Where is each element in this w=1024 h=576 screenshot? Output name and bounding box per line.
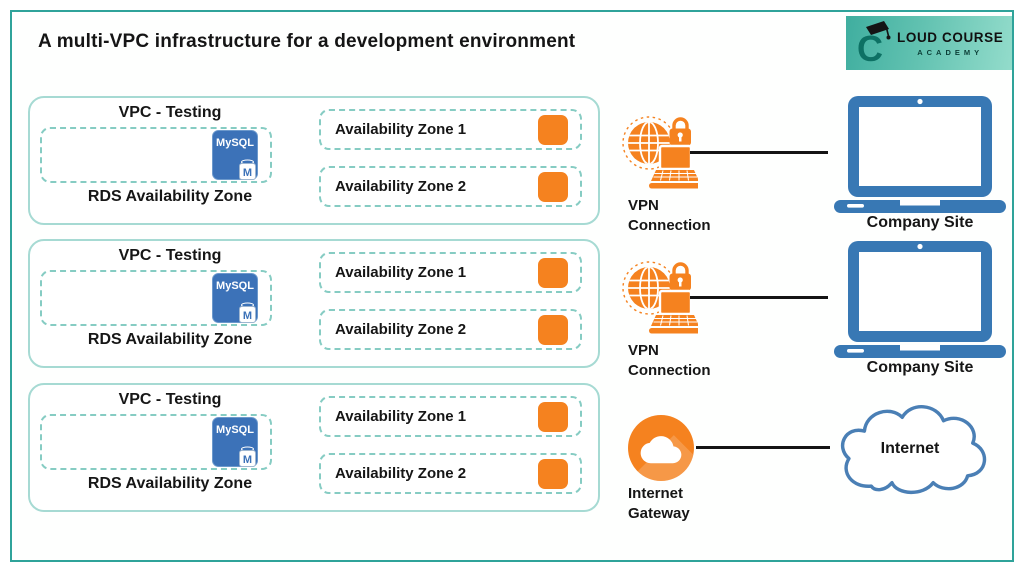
availability-zone-box: Availability Zone 2 [319, 166, 582, 207]
subnet-square-icon [538, 257, 568, 288]
internet-gateway-label: Internet Gateway [628, 485, 690, 522]
subnet-square-icon [538, 314, 568, 345]
vpn-connection-label: VPN Connection [628, 197, 711, 234]
vpn-connection-icon [622, 116, 698, 189]
mysql-rds-icon: MySQL M [212, 130, 258, 180]
internet-label: Internet [880, 440, 940, 457]
connector-line [690, 151, 828, 154]
subnet-square-icon [538, 114, 568, 145]
vpn-connection-icon [622, 261, 698, 334]
availability-zone-box: Availability Zone 2 [319, 453, 582, 494]
availability-zone-label: Availability Zone 1 [335, 121, 467, 138]
vpc-title: VPC - Testing [118, 104, 222, 121]
availability-zone-box: Availability Zone 1 [319, 109, 582, 150]
rds-zone-label: RDS Availability Zone [87, 331, 253, 348]
logo-main-text: LOUD COURSE [897, 29, 1004, 45]
graduation-cap-monogram-icon: C [857, 21, 891, 67]
subnet-square-icon [538, 171, 568, 202]
rds-zone-box: MySQL M [40, 414, 272, 470]
connector-line [690, 296, 828, 299]
availability-zone-label: Availability Zone 2 [335, 178, 467, 195]
availability-zone-label: Availability Zone 1 [335, 408, 467, 425]
mysql-rds-icon: MySQL M [212, 273, 258, 323]
mysql-label: MySQL [216, 424, 254, 436]
availability-zone-label: Availability Zone 2 [335, 465, 467, 482]
page-title: A multi-VPC infrastructure for a develop… [38, 31, 576, 52]
vpn-connection-label: VPN Connection [628, 342, 711, 379]
internet-cloud-icon [841, 405, 987, 495]
logo-sub-text: ACADEMY [917, 47, 984, 57]
rds-zone-label: RDS Availability Zone [87, 475, 253, 492]
vpc-title: VPC - Testing [118, 247, 222, 264]
laptop-icon [834, 96, 1006, 213]
mysql-badge: M [243, 167, 252, 179]
rds-zone-box: MySQL M [40, 270, 272, 326]
vpc-block-2: VPC - Testing MySQL M RDS Availability Z… [28, 239, 600, 368]
company-site-label: Company Site [866, 214, 974, 231]
laptop-icon [834, 241, 1006, 358]
availability-zone-box: Availability Zone 1 [319, 252, 582, 293]
vpc-title: VPC - Testing [118, 391, 222, 408]
logo-text: LOUD COURSE ACADEMY [897, 30, 1003, 57]
availability-zone-label: Availability Zone 2 [335, 321, 467, 338]
mysql-badge: M [243, 310, 252, 322]
availability-zone-box: Availability Zone 2 [319, 309, 582, 350]
connector-line [696, 446, 830, 449]
rds-zone-label: RDS Availability Zone [87, 188, 253, 205]
subnet-square-icon [538, 401, 568, 432]
availability-zone-label: Availability Zone 1 [335, 264, 467, 281]
vpc-block-1: VPC - Testing MySQL M RDS Availability Z… [28, 96, 600, 225]
mysql-label: MySQL [216, 280, 254, 292]
mysql-rds-icon: MySQL M [212, 417, 258, 467]
rds-zone-box: MySQL M [40, 127, 272, 183]
mysql-label: MySQL [216, 137, 254, 149]
vpc-block-3: VPC - Testing MySQL M RDS Availability Z… [28, 383, 600, 512]
company-site-label: Company Site [866, 359, 974, 376]
brand-logo: C LOUD COURSE ACADEMY [846, 16, 1012, 70]
subnet-square-icon [538, 458, 568, 489]
logo-monogram-letter: C [857, 28, 883, 67]
internet-gateway-icon [628, 415, 694, 481]
mysql-badge: M [243, 454, 252, 466]
availability-zone-box: Availability Zone 1 [319, 396, 582, 437]
